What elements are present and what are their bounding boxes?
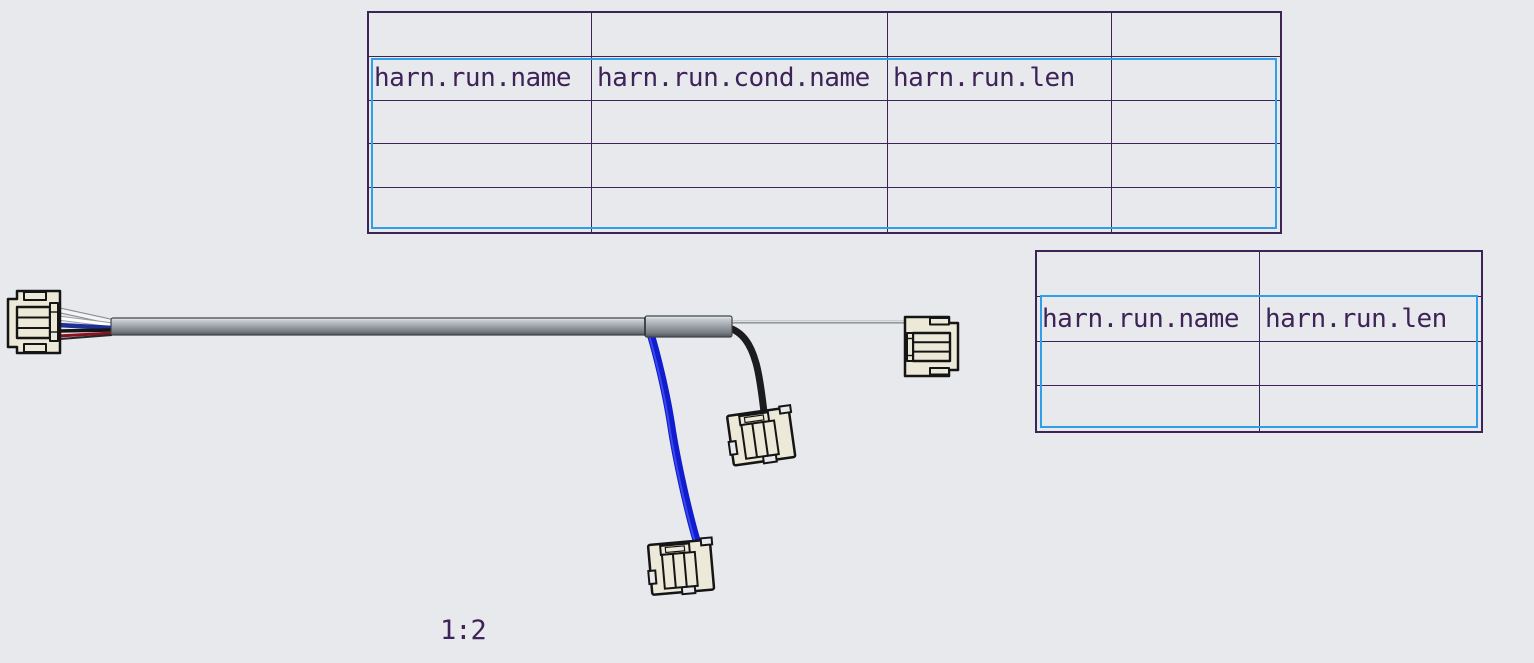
table-cell[interactable] bbox=[369, 13, 592, 57]
table-cell-harn-run-cond-name[interactable]: harn.run.cond.name bbox=[592, 56, 888, 101]
table-cell[interactable] bbox=[592, 100, 888, 145]
table-cell[interactable] bbox=[369, 100, 592, 145]
table-cell[interactable] bbox=[1112, 57, 1280, 101]
table-cell[interactable] bbox=[888, 13, 1112, 57]
table-cell-harn-run-len[interactable]: harn.run.len bbox=[888, 56, 1112, 101]
lead-wires-left[interactable] bbox=[57, 307, 114, 340]
table-cell[interactable] bbox=[1112, 101, 1280, 145]
table-cell[interactable] bbox=[1112, 144, 1280, 189]
wire-red-lead bbox=[57, 331, 114, 338]
table-cell-harn-run-len[interactable]: harn.run.len bbox=[1260, 297, 1481, 342]
table-cell[interactable] bbox=[1037, 341, 1260, 387]
wire-blue-branch[interactable] bbox=[646, 328, 701, 546]
table-cell[interactable] bbox=[1260, 252, 1481, 297]
table-cell[interactable] bbox=[888, 100, 1112, 145]
repeat-region-table-right[interactable]: harn.run.name harn.run.len bbox=[1035, 250, 1483, 433]
wire-black-branch[interactable] bbox=[722, 323, 768, 416]
connector-left[interactable] bbox=[6, 289, 62, 355]
connector-branch-black[interactable] bbox=[723, 403, 799, 470]
table-cell[interactable] bbox=[592, 13, 888, 57]
table-cell[interactable] bbox=[592, 188, 888, 232]
wire-thin-lead[interactable] bbox=[731, 320, 908, 324]
table-cell[interactable] bbox=[1112, 13, 1280, 57]
table-cell[interactable] bbox=[369, 188, 592, 232]
repeat-region-table-top[interactable]: harn.run.name harn.run.cond.name harn.ru… bbox=[367, 11, 1282, 234]
bundle-main[interactable] bbox=[110, 315, 733, 338]
table-cell[interactable] bbox=[592, 144, 888, 189]
table-cell[interactable] bbox=[1037, 386, 1260, 431]
table-cell-harn-run-name[interactable]: harn.run.name bbox=[1037, 296, 1260, 342]
drawing-scale-label[interactable]: 1:2 bbox=[440, 615, 487, 646]
table-cell[interactable] bbox=[1037, 252, 1260, 297]
wire-black-lead bbox=[57, 328, 114, 333]
table-cell[interactable] bbox=[1260, 386, 1481, 431]
table-cell-harn-run-name[interactable]: harn.run.name bbox=[369, 56, 592, 101]
table-cell[interactable] bbox=[888, 188, 1112, 232]
connector-branch-blue[interactable] bbox=[644, 536, 718, 599]
table-cell[interactable] bbox=[888, 144, 1112, 189]
table-cell[interactable] bbox=[1260, 342, 1481, 387]
wire-navy-lead bbox=[57, 322, 114, 331]
table-cell[interactable] bbox=[1112, 188, 1280, 232]
table-cell[interactable] bbox=[369, 144, 592, 189]
connector-right[interactable] bbox=[903, 315, 960, 378]
